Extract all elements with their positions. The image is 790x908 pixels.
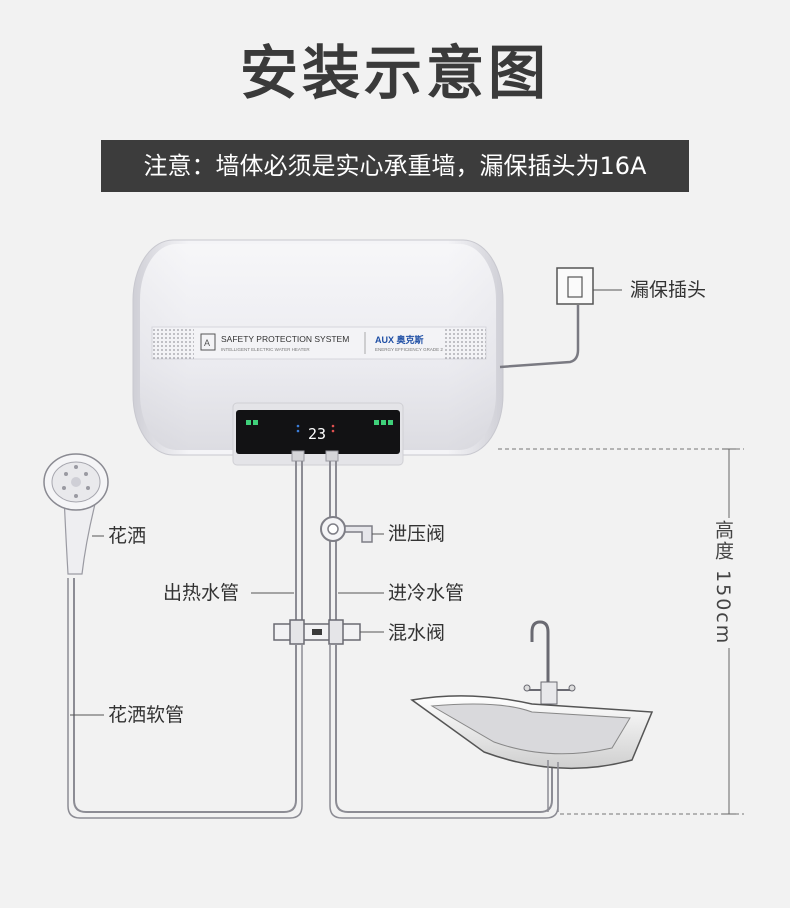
plug-socket-icon xyxy=(556,267,594,305)
system-text: SAFETY PROTECTION SYSTEM xyxy=(221,334,349,344)
shower-head-icon xyxy=(43,453,109,575)
wash-basin-icon xyxy=(410,620,654,812)
leakage-protection-plug xyxy=(499,267,622,369)
mixing-valve xyxy=(273,619,384,645)
cold-pipe-label: 进冷水管 xyxy=(388,582,465,604)
system-subtext: INTELLIGENT ELECTRIC WATER HEATER xyxy=(221,347,310,352)
pressure-valve-label: 泄压阀 xyxy=(388,523,446,545)
height-label: 高度 150cm xyxy=(712,520,734,646)
hot-pipe-label: 出热水管 xyxy=(163,582,240,604)
left-grille xyxy=(152,327,194,359)
right-grille xyxy=(444,327,486,359)
brand-logo: AUX 奥克斯 xyxy=(375,334,424,345)
temperature-readout: 23 xyxy=(308,425,326,443)
mixing-valve-label: 混水阀 xyxy=(388,622,446,644)
svg-text:A: A xyxy=(204,338,210,348)
logo-badge-icon xyxy=(200,333,216,351)
brand-subtext: ENERGY EFFICIENCY GRADE 2 xyxy=(375,347,443,352)
control-display xyxy=(236,410,400,454)
pressure-relief-valve xyxy=(320,516,384,543)
height-indicator xyxy=(498,448,744,815)
shower-hose-label: 花洒软管 xyxy=(108,704,185,726)
notice-banner: 注意：墙体必须是实心承重墙，漏保插头为16A xyxy=(101,140,689,192)
shower-head-label: 花洒 xyxy=(108,525,147,547)
page-title: 安装示意图 xyxy=(239,39,550,107)
hot-water-pipe xyxy=(295,461,303,622)
plug-label: 漏保插头 xyxy=(630,279,707,301)
water-heater: A SAFETY PROTECTION SYSTEM INTELLIGENT E… xyxy=(132,239,504,466)
